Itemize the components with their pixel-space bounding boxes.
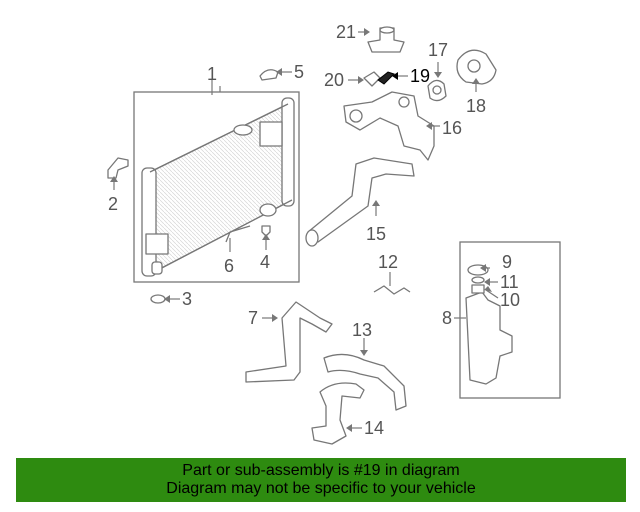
gasket-19 <box>377 71 395 85</box>
reservoir-frame <box>459 241 561 399</box>
lower-hose <box>245 301 333 383</box>
callout-6: 6 <box>224 256 234 276</box>
callout-17: 17 <box>428 40 448 60</box>
callout-14: 14 <box>364 418 384 438</box>
callout-7: 7 <box>248 308 258 328</box>
upper-hose <box>307 157 415 243</box>
callout-11: 11 <box>500 272 519 292</box>
lower-cushion <box>150 294 166 304</box>
radiator-assembly <box>141 97 295 277</box>
callout-13: 13 <box>352 320 372 340</box>
water-outlet-housing <box>343 91 435 161</box>
lower-bracket <box>225 225 251 243</box>
callout-2: 2 <box>108 194 118 214</box>
callout-12: 12 <box>378 252 398 272</box>
callout-3: 3 <box>182 289 192 309</box>
parts-diagram: 1 2 3 4 5 6 7 8 9 10 11 12 13 14 15 16 1… <box>107 22 561 445</box>
temperature-sensor <box>363 71 381 87</box>
banner-line-1: Part or sub-assembly is #19 in diagram <box>182 462 460 479</box>
callout-16: 16 <box>442 118 462 138</box>
callout-10: 10 <box>500 290 520 310</box>
reservoir-tank <box>465 291 513 385</box>
callout-20: 20 <box>324 70 344 90</box>
info-banner: Part or sub-assembly is #19 in diagram D… <box>16 458 626 502</box>
heater-hose-14 <box>311 382 365 445</box>
drain-plug <box>261 225 271 237</box>
bypass-hose-13 <box>323 353 407 411</box>
mount-clip <box>259 69 279 81</box>
callout-5: 5 <box>294 62 304 82</box>
hose-clamp-12 <box>373 285 411 295</box>
callout-1: 1 <box>207 64 217 84</box>
radiator-frame <box>133 91 300 283</box>
callout-9: 9 <box>502 252 512 272</box>
callout-19: 19 <box>410 66 430 86</box>
callout-4: 4 <box>260 252 270 272</box>
upper-bracket <box>107 157 129 179</box>
cap-seal <box>471 276 485 284</box>
callout-21: 21 <box>336 22 356 42</box>
banner-line-2: Diagram may not be specific to your vehi… <box>166 480 476 497</box>
callout-18: 18 <box>466 96 486 116</box>
callout-15: 15 <box>366 224 386 244</box>
heater-pipe-21 <box>367 27 405 53</box>
filler-neck <box>471 284 485 294</box>
callout-8: 8 <box>442 308 452 328</box>
